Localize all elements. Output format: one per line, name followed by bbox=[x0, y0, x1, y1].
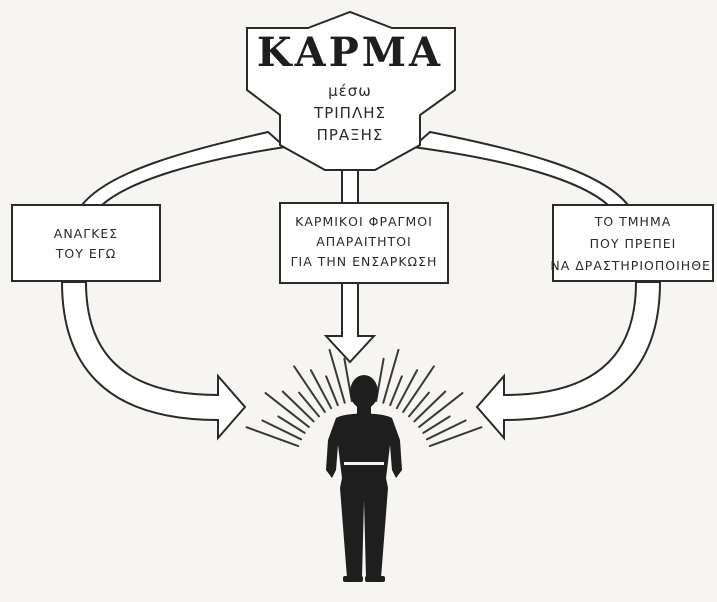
diagram-title: ΚΑΡΜΑ bbox=[257, 29, 443, 76]
arrow-band-top-center bbox=[341, 169, 359, 204]
arrow-left-curve bbox=[60, 281, 247, 441]
box-center-line-1: ΚΑΡΜΙΚΟΙ ΦΡΑΓΜΟΙ bbox=[295, 214, 433, 229]
aura-ray bbox=[428, 426, 483, 448]
aura-ray bbox=[418, 392, 464, 428]
human-figure-icon bbox=[326, 375, 402, 582]
aura-ray bbox=[245, 426, 300, 448]
aura-ray bbox=[261, 419, 303, 441]
arrow-center-down bbox=[323, 282, 377, 364]
aura-ray bbox=[425, 419, 467, 441]
arrow-right-curve bbox=[475, 281, 662, 441]
diagram-subtitle-2: ΤΡΙΠΛΗΣ bbox=[313, 104, 386, 122]
box-right-line-1: ΤΟ ΤΜΗΜΑ bbox=[594, 214, 672, 229]
aura-ray bbox=[395, 369, 419, 410]
arrow-band-top-right bbox=[410, 130, 631, 206]
box-right-line-3: ΝΑ ΔΡΑΣΤΗΡΙΟΠΟΙΗΘΕΙ bbox=[550, 258, 715, 273]
aura-ray bbox=[325, 375, 339, 407]
box-left bbox=[11, 204, 161, 282]
box-right bbox=[552, 204, 714, 282]
aura-ray bbox=[413, 390, 447, 423]
box-left-line-1: ΑΝΑΓΚΕΣ bbox=[54, 226, 118, 241]
box-left-line-2: ΤΟΥ ΕΓΩ bbox=[55, 246, 117, 261]
aura-ray bbox=[382, 348, 400, 404]
aura-ray bbox=[422, 415, 451, 434]
aura-ray bbox=[407, 391, 430, 418]
box-center bbox=[279, 202, 449, 284]
diagram-subtitle-3: ΠΡΑΞΗΣ bbox=[317, 126, 384, 144]
karma-shape bbox=[246, 10, 456, 171]
diagram-subtitle-1: μέσω bbox=[328, 82, 372, 100]
box-center-line-2: ΑΠΑΡΑΙΤΗΤΟΙ bbox=[316, 234, 411, 249]
aura-ray bbox=[389, 375, 403, 407]
aura-ray bbox=[298, 391, 321, 418]
aura-ray bbox=[264, 392, 310, 428]
aura-ray bbox=[402, 365, 435, 413]
aura-ray bbox=[293, 365, 326, 413]
aura-ray bbox=[277, 415, 306, 434]
box-center-line-3: ΓΙΑ ΤΗΝ ΕΝΣΑΡΚΩΣΗ bbox=[291, 254, 438, 269]
aura-ray bbox=[328, 348, 346, 404]
aura-rays bbox=[245, 348, 483, 448]
aura-ray bbox=[309, 369, 333, 410]
box-right-line-2: ΠΟΥ ΠΡΕΠΕΙ bbox=[590, 236, 677, 251]
arrow-band-top-left bbox=[79, 130, 288, 206]
aura-ray bbox=[281, 390, 315, 423]
